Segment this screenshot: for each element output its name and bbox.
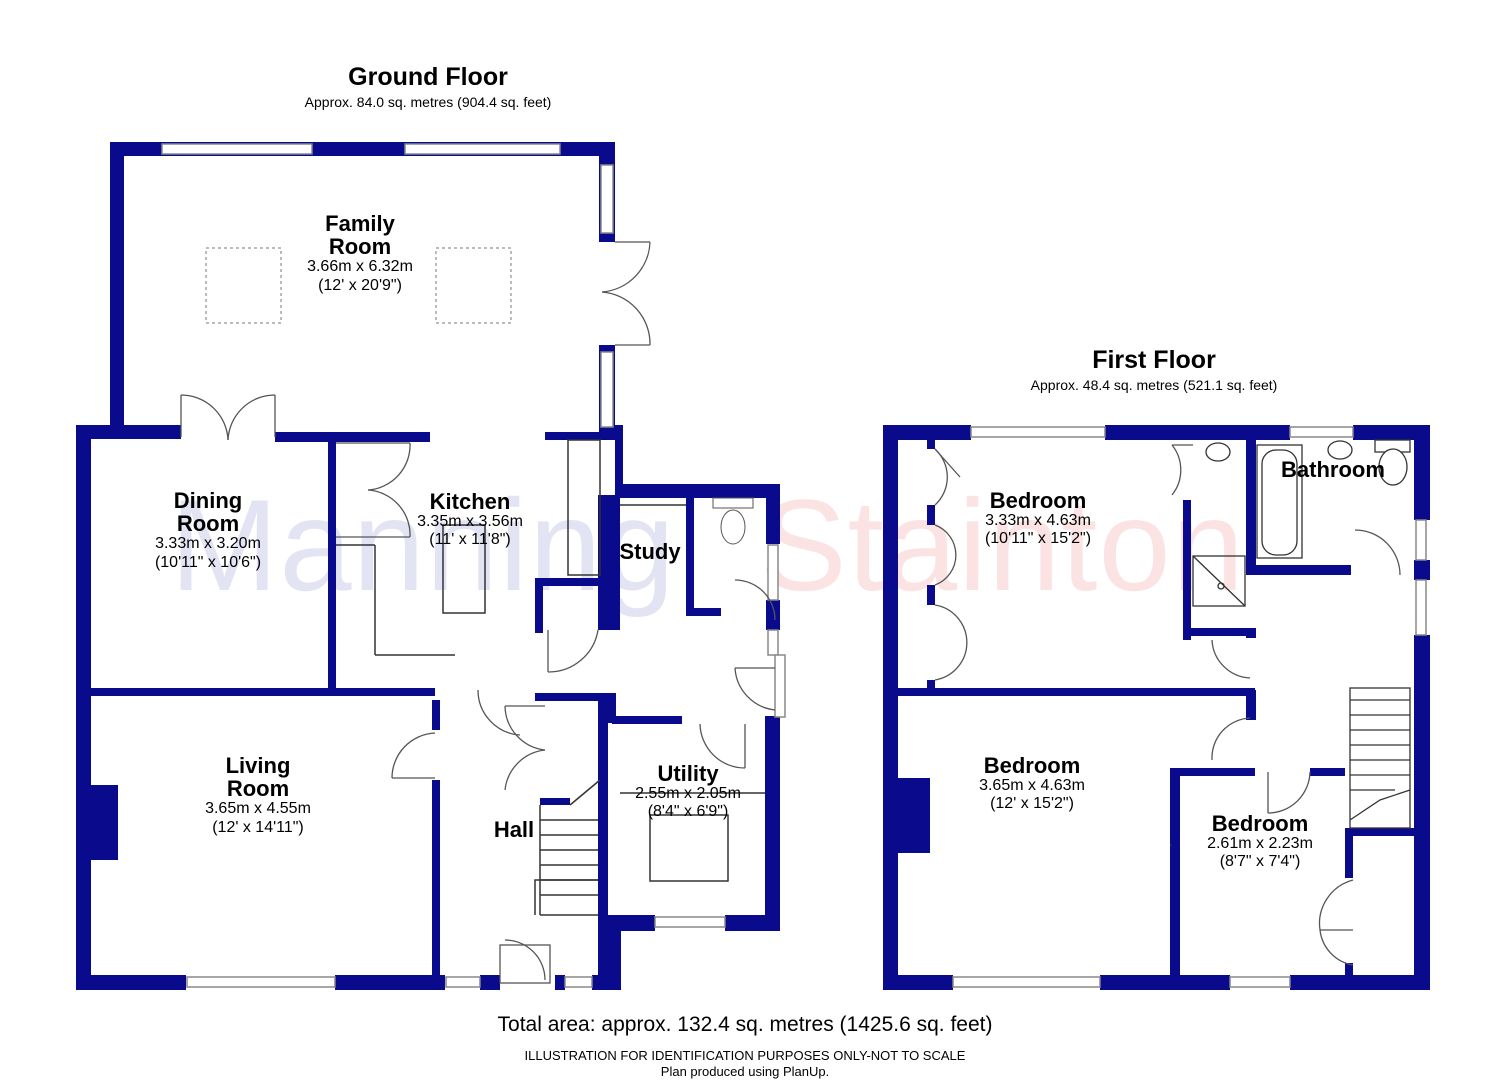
ground-floor-title: Ground Floor [348,63,508,91]
total-area: Total area: approx. 132.4 sq. metres (14… [497,1013,993,1036]
planup-credit: Plan produced using PlanUp. [660,1064,830,1079]
first-floor-walls [883,425,1430,990]
kitchen-name: Kitchen [429,489,511,514]
living-room-name-2: Room [226,776,290,802]
dining-room-name-1: Dining [173,488,243,513]
dining-room-label: Dining Room 3.33m x 3.20m (10'11" x 10'6… [108,489,308,572]
bedroom-3-dim-imperial: (8'7" x 7'4") [1219,853,1301,871]
family-room-name-1: Family [325,211,395,236]
watermark-manning: Manning [170,472,676,618]
living-room-dim-metric: 3.65m x 4.55m [205,800,311,818]
bedroom-2-label: Bedroom 3.65m x 4.63m (12' x 15'2") [932,754,1132,814]
first-floor-windows [952,426,1427,988]
bedroom-2-dim-metric: 3.65m x 4.63m [979,777,1085,795]
bedroom-1-name: Bedroom [989,488,1087,513]
utility-dim-imperial: (8'4" x 6'9") [647,803,729,821]
living-room-name-1: Living [225,753,291,778]
ground-floor-windows [161,143,786,988]
chimney-breast [897,778,930,853]
family-room-label: Family Room 3.66m x 6.32m (12' x 20'9") [260,212,460,295]
kitchen-label: Kitchen 3.35m x 3.56m (11' x 11'8") [370,490,570,550]
bedroom-3-label: Bedroom 2.61m x 2.23m (8'7" x 7'4") [1170,812,1350,872]
ground-floor-fixtures [90,247,754,860]
utility-name: Utility [657,761,719,786]
bedroom-2-name: Bedroom [983,753,1081,778]
disclaimer-note: ILLUSTRATION FOR IDENTIFICATION PURPOSES… [524,1048,966,1063]
bedroom-3-dim-metric: 2.61m x 2.23m [1207,835,1313,853]
first-floor-area: Approx. 48.4 sq. metres (521.1 sq. feet) [1030,377,1278,393]
study-label: Study [619,539,681,564]
utility-dim-metric: 2.55m x 2.05m [635,785,741,803]
kitchen-dim-metric: 3.35m x 3.56m [417,513,523,531]
bathroom-label: Bathroom [1281,457,1385,482]
bedroom-1-dim-metric: 3.33m x 4.63m [985,512,1091,530]
first-floor-doors [934,444,1401,966]
family-room-dim-imperial: (12' x 20'9") [318,276,402,294]
living-room-dim-imperial: (12' x 14'11") [212,818,304,836]
first-floor-thin-walls [1170,439,1411,846]
bedroom-3-name: Bedroom [1211,811,1309,836]
ground-floor-area: Approx. 84.0 sq. metres (904.4 sq. feet) [304,94,552,110]
dining-room-dim-imperial: (10'11" x 10'6") [154,553,262,571]
dining-room-name-2: Room [176,511,240,537]
living-room-label: Living Room 3.65m x 4.55m (12' x 14'11") [158,754,358,837]
bedroom-1-dim-imperial: (10'11" x 15'2") [984,530,1092,548]
watermark-stainton: Stainton [760,472,1246,618]
hall-label: Hall [493,817,535,842]
bedroom-2-dim-imperial: (12' x 15'2") [990,795,1074,813]
dining-room-dim-metric: 3.33m x 3.20m [155,535,261,553]
ground-floor-doors [180,241,776,984]
bedroom-1-label: Bedroom 3.33m x 4.63m (10'11" x 15'2") [938,489,1138,549]
family-room-name-2: Room [328,234,392,260]
ground-floor-thin-walls [336,439,765,916]
utility-label: Utility 2.55m x 2.05m (8'4" x 6'9") [598,762,778,822]
first-floor-title: First Floor [1092,346,1216,374]
family-room-dim-metric: 3.66m x 6.32m [307,258,413,276]
kitchen-dim-imperial: (11' x 11'8") [429,531,511,549]
